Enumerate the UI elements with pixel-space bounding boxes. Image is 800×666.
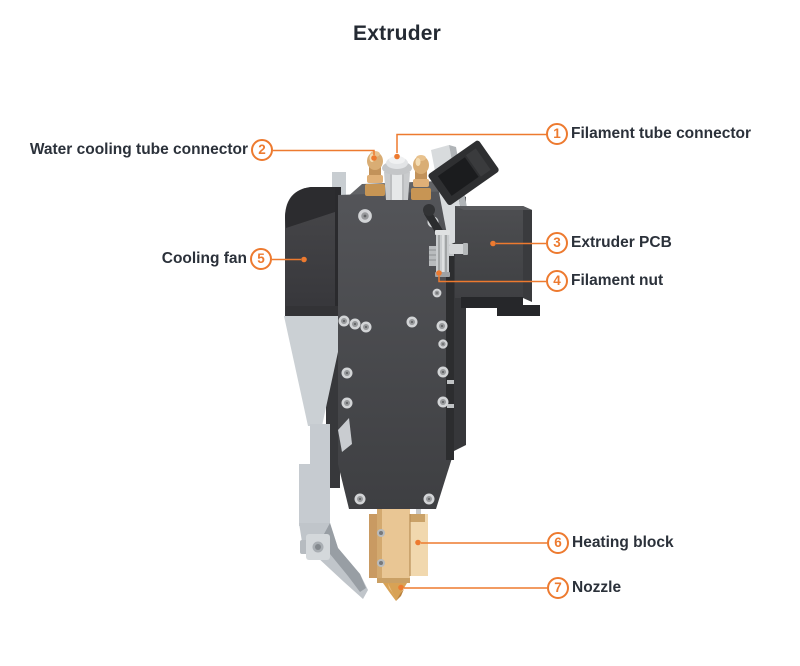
- nozzle: [383, 583, 407, 601]
- filament-tube-connector: [382, 156, 412, 200]
- callout-1-badge: 1: [546, 123, 568, 145]
- callout-5-label: Cooling fan: [161, 250, 247, 267]
- water-cooling-tube-connector: [365, 151, 431, 200]
- callout-heating-block: 6 Heating block: [547, 532, 674, 554]
- callout-2-label: Water cooling tube connector: [29, 141, 248, 158]
- callout-7-badge: 7: [547, 577, 569, 599]
- cooling-fan: [285, 172, 346, 318]
- callout-4-label: Filament nut: [571, 272, 664, 289]
- callout-7-label: Nozzle: [572, 579, 622, 596]
- callout-6-label: Heating block: [572, 534, 674, 551]
- callout-5-badge: 5: [250, 248, 272, 270]
- callout-4-badge: 4: [546, 270, 568, 292]
- callout-cooling-fan: Cooling fan 5: [162, 248, 272, 270]
- callout-filament-tube-connector: 1 Filament tube connector: [546, 123, 751, 145]
- page-title: Extruder: [353, 22, 441, 45]
- callout-3-label: Extruder PCB: [571, 234, 672, 251]
- callout-filament-nut: 4 Filament nut: [546, 270, 663, 292]
- mounting-bracket: [284, 316, 368, 599]
- callout-nozzle: 7 Nozzle: [547, 577, 621, 599]
- heating-block: [369, 509, 428, 583]
- callout-extruder-pcb: 3 Extruder PCB: [546, 232, 672, 254]
- callout-1-label: Filament tube connector: [571, 125, 751, 142]
- callout-2-badge: 2: [251, 139, 273, 161]
- callout-3-badge: 3: [546, 232, 568, 254]
- callout-water-cooling-tube-connector: Water cooling tube connector 2: [30, 139, 273, 161]
- leader-lines: [272, 133, 547, 591]
- callout-6-badge: 6: [547, 532, 569, 554]
- extruder-pcb: [455, 206, 540, 316]
